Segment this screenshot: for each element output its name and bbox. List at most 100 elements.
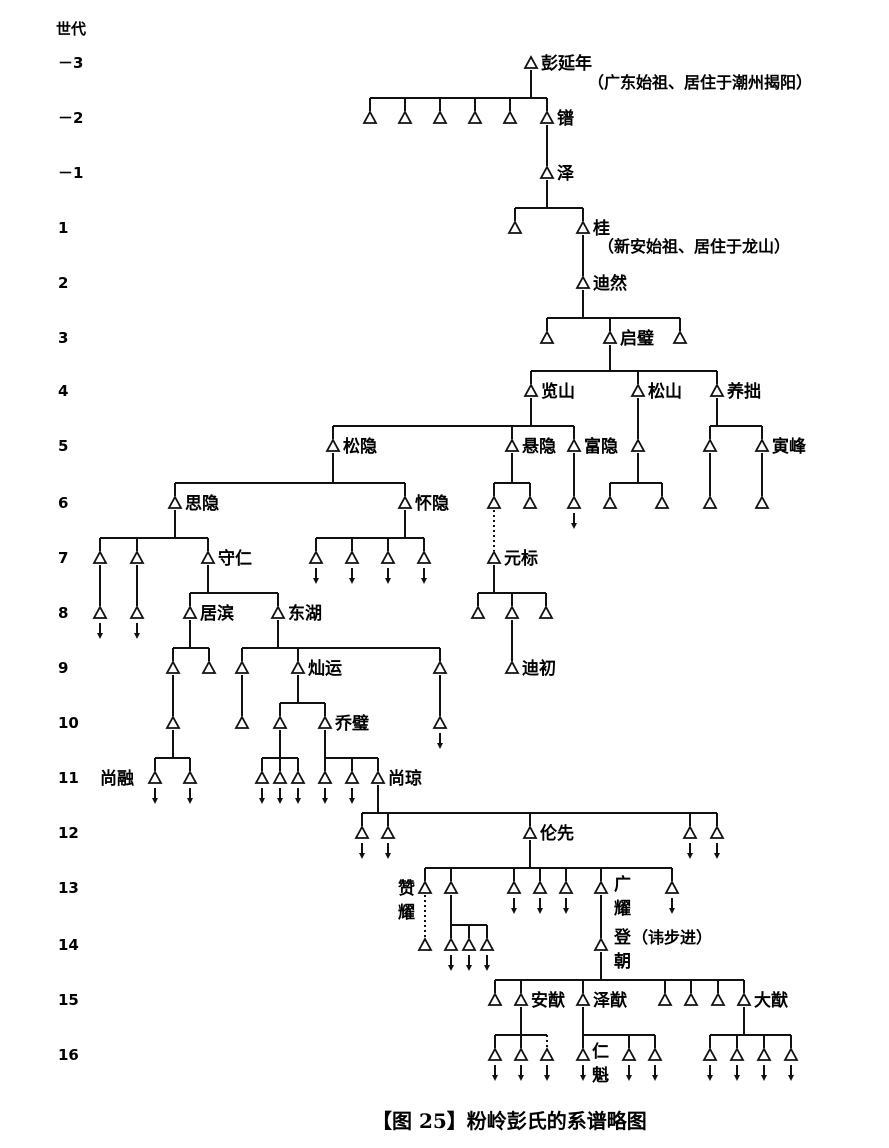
- person-name-zanyao-2: 耀: [398, 903, 415, 923]
- generation-label: 12: [58, 824, 79, 842]
- person-name-renkui-2: 魁: [592, 1065, 609, 1086]
- generation-label: 6: [58, 494, 68, 512]
- person-name-ze: 泽: [557, 164, 574, 184]
- person-triangle: [523, 383, 539, 397]
- person-name-donghu: 东湖: [288, 603, 322, 624]
- person-triangle: [593, 937, 609, 951]
- person-triangle: [129, 605, 145, 619]
- person-triangle: [539, 1047, 555, 1061]
- person-triangle: [702, 1047, 718, 1061]
- person-triangle: [602, 330, 618, 344]
- person-name-canyun: 灿运: [308, 658, 342, 679]
- person-triangle: [380, 825, 396, 839]
- descent-arrow: [134, 633, 140, 639]
- person-triangle: [443, 937, 459, 951]
- descent-arrow: [714, 853, 720, 859]
- person-name-daxian: 大猷: [754, 990, 788, 1011]
- person-name-lanshan: 览山: [541, 381, 575, 402]
- descent-arrow: [322, 798, 328, 804]
- descent-arrow: [492, 1075, 498, 1081]
- person-triangle: [344, 770, 360, 784]
- person-name-songyin: 松隐: [343, 436, 377, 457]
- descent-arrow: [626, 1075, 632, 1081]
- person-triangle: [539, 165, 555, 179]
- generation-header: 世代: [56, 20, 86, 38]
- person-triangle: [558, 880, 574, 894]
- person-note-dengchao: （讳步进）: [632, 928, 712, 947]
- descent-arrow: [187, 798, 193, 804]
- person-name-shangqiong: 尚琼: [388, 768, 422, 789]
- person-triangle: [290, 770, 306, 784]
- person-triangle: [486, 495, 502, 509]
- person-name-yuanbiao: 元标: [504, 548, 538, 569]
- person-triangle: [417, 880, 433, 894]
- generation-label: 15: [58, 991, 79, 1009]
- person-triangle: [539, 330, 555, 344]
- generation-label: 1: [58, 219, 68, 237]
- person-triangle: [647, 1047, 663, 1061]
- person-triangle: [754, 495, 770, 509]
- connector-lines: [99, 70, 792, 1048]
- person-triangle: [417, 937, 433, 951]
- person-triangle: [754, 438, 770, 452]
- person-triangle: [502, 110, 518, 124]
- descent-arrow: [484, 965, 490, 971]
- descent-arrow: [652, 1075, 658, 1081]
- person-triangle: [147, 770, 163, 784]
- person-triangle: [575, 220, 591, 234]
- person-triangle: [523, 55, 539, 69]
- descent-arrow: [544, 1075, 550, 1081]
- generation-label: －1: [58, 164, 83, 182]
- person-triangle: [504, 660, 520, 674]
- person-triangle: [487, 992, 503, 1006]
- person-triangle: [682, 825, 698, 839]
- person-name-xi: 镨: [557, 108, 574, 129]
- person-triangle: [513, 992, 529, 1006]
- person-triangle: [575, 275, 591, 289]
- descent-arrow: [563, 908, 569, 914]
- descent-arrow: [349, 578, 355, 584]
- descent-arrow: [761, 1075, 767, 1081]
- person-triangle: [654, 495, 670, 509]
- descent-arrow: [537, 908, 543, 914]
- person-triangle: [325, 438, 341, 452]
- descent-arrow: [359, 853, 365, 859]
- person-triangle: [344, 550, 360, 564]
- person-triangle: [270, 605, 286, 619]
- generation-label: 4: [58, 382, 68, 400]
- person-triangle: [756, 1047, 772, 1061]
- generation-label: 8: [58, 604, 68, 622]
- person-triangle: [92, 605, 108, 619]
- descent-arrow: [421, 578, 427, 584]
- person-triangle: [272, 715, 288, 729]
- generation-label: 14: [58, 936, 79, 954]
- descent-arrow: [669, 908, 675, 914]
- person-triangle: [461, 937, 477, 951]
- person-name-anxian: 安猷: [531, 990, 565, 1011]
- generation-label: 9: [58, 659, 68, 677]
- generation-label: 11: [58, 769, 79, 787]
- person-triangle: [522, 825, 538, 839]
- person-triangle: [709, 825, 725, 839]
- person-name-shouren: 守仁: [218, 548, 252, 569]
- person-triangle: [234, 715, 250, 729]
- figure-caption: 【图 25】粉岭彭氏的系谱略图: [372, 1109, 647, 1133]
- generation-label: 13: [58, 879, 79, 897]
- person-name-qiaobi: 乔璧: [334, 713, 369, 734]
- person-triangle: [165, 715, 181, 729]
- person-triangle: [254, 770, 270, 784]
- person-triangle: [630, 383, 646, 397]
- person-name-dichu: 迪初: [522, 658, 556, 679]
- person-triangle: [506, 880, 522, 894]
- descent-arrow: [788, 1075, 794, 1081]
- person-name-gui: 桂: [592, 218, 610, 239]
- person-triangle: [397, 495, 413, 509]
- person-triangle: [664, 880, 680, 894]
- person-triangle: [92, 550, 108, 564]
- person-name-songshan: 松山: [648, 381, 682, 402]
- descent-arrow: [580, 1075, 586, 1081]
- generation-label: 5: [58, 437, 68, 455]
- person-triangle: [200, 550, 216, 564]
- person-name-siyin: 思隐: [185, 493, 219, 514]
- generation-label: 3: [58, 329, 68, 347]
